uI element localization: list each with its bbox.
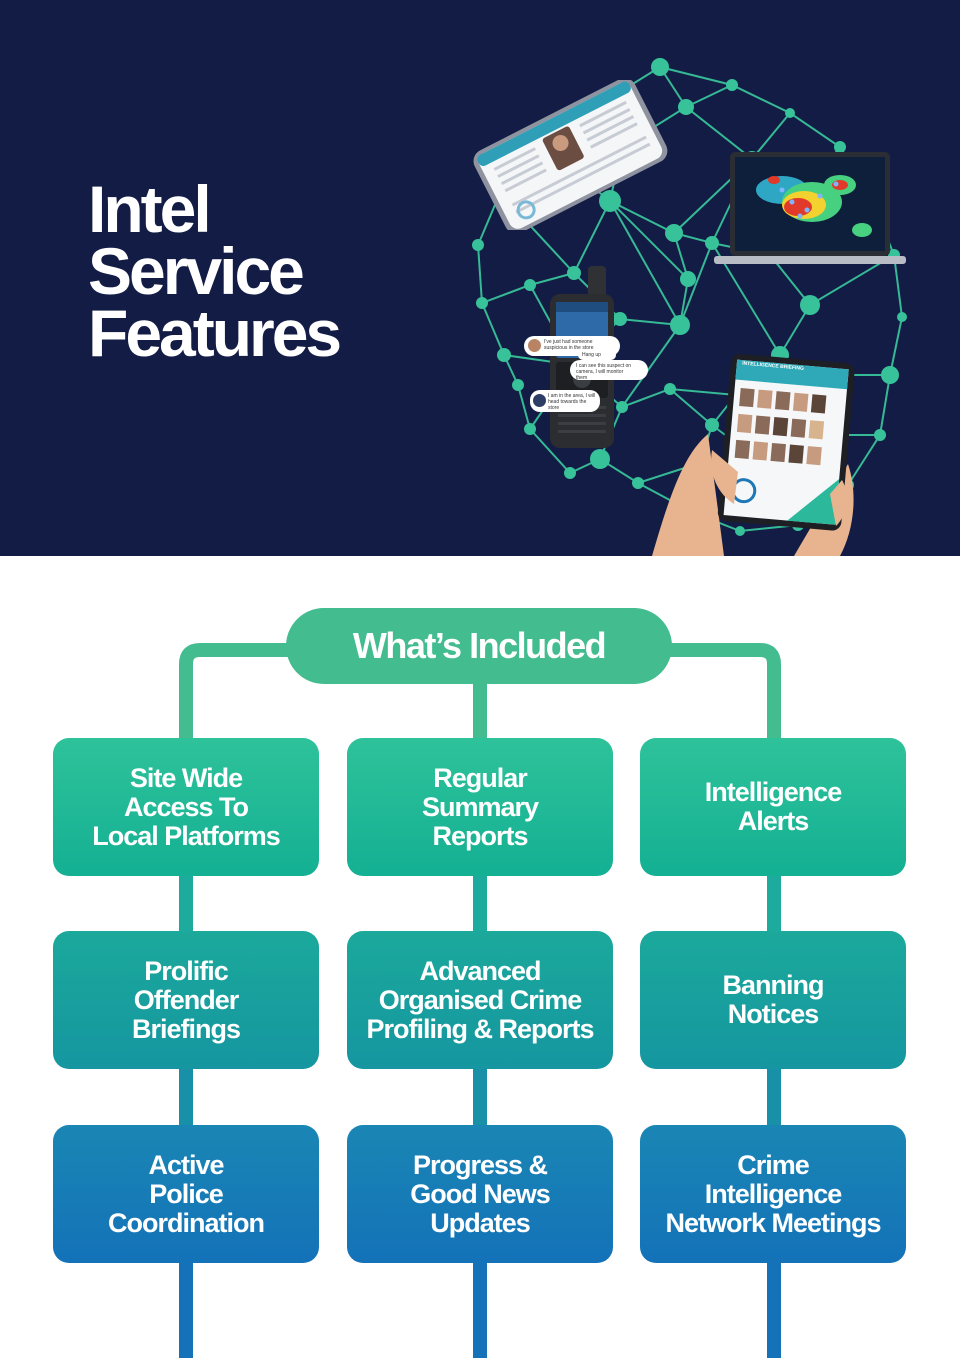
feature-card-intelligence-alerts: Intelligence Alerts [640,738,906,876]
chat-message-3: I can see this suspect on camera, I will… [570,360,648,380]
title-line-2: Service [88,234,305,308]
card-label: Advanced Organised Crime Profiling & Rep… [366,955,594,1044]
feature-card-banning-notices: Banning Notices [640,931,906,1069]
title-line-3: Features [88,296,342,370]
feature-card-site-wide-access: Site Wide Access To Local Platforms [53,738,319,876]
feature-card-organised-crime: Advanced Organised Crime Profiling & Rep… [347,931,613,1069]
chat-message-4: I am in the area, I will head towards th… [530,390,600,412]
tablet-gallery-icon [652,354,855,556]
whats-included-heading: What’s Included [286,608,672,684]
card-label: Active Police Coordination [108,1149,265,1238]
heading-label: What’s Included [352,625,607,666]
feature-card-police-coordination: Active Police Coordination [53,1125,319,1263]
card-label: Progress & Good News Updates [410,1149,551,1238]
hero-banner: Intel Service Features [0,0,960,556]
avatar [528,339,541,352]
card-label: Prolific Offender Briefings [131,955,241,1044]
smartphone-icon [473,80,668,230]
card-label: Banning Notices [722,970,825,1029]
card-label: Regular Summary Reports [421,762,539,851]
avatar [533,394,546,407]
feature-card-summary-reports: Regular Summary Reports [347,738,613,876]
page-title: Intel Service Features [88,172,342,370]
feature-card-offender-briefings: Prolific Offender Briefings [53,931,319,1069]
card-label: Crime Intelligence Network Meetings [665,1149,881,1238]
card-label: Intelligence Alerts [704,777,843,836]
feature-card-network-meetings: Crime Intelligence Network Meetings [640,1125,906,1263]
whats-included-section: What’s Included Site Wide Access To Loca… [0,556,960,1358]
feature-card-progress-updates: Progress & Good News Updates [347,1125,613,1263]
card-label: Site Wide Access To Local Platforms [92,762,281,851]
laptop-heatmap-icon [714,152,906,264]
chat-message-2: Hang up [578,350,616,360]
title-line-1: Intel [88,172,212,246]
